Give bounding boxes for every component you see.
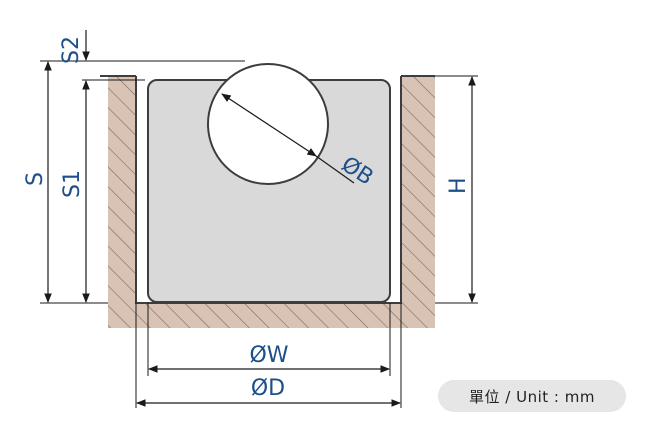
diameter-d-label: ØD	[251, 376, 285, 401]
left-wall	[108, 76, 136, 328]
diameter-b-leader	[315, 155, 355, 184]
s2-label: S2	[59, 36, 84, 64]
unit-badge: 單位 / Unit : mm	[438, 380, 626, 412]
s1-label: S1	[60, 170, 85, 198]
bottom-base	[108, 303, 435, 328]
right-wall	[401, 76, 435, 328]
housing-section	[100, 75, 435, 328]
diameter-b-arrow	[221, 93, 317, 157]
s-label: S	[23, 172, 48, 186]
diameter-w-label: ØW	[249, 343, 288, 368]
h-label: H	[446, 177, 471, 194]
